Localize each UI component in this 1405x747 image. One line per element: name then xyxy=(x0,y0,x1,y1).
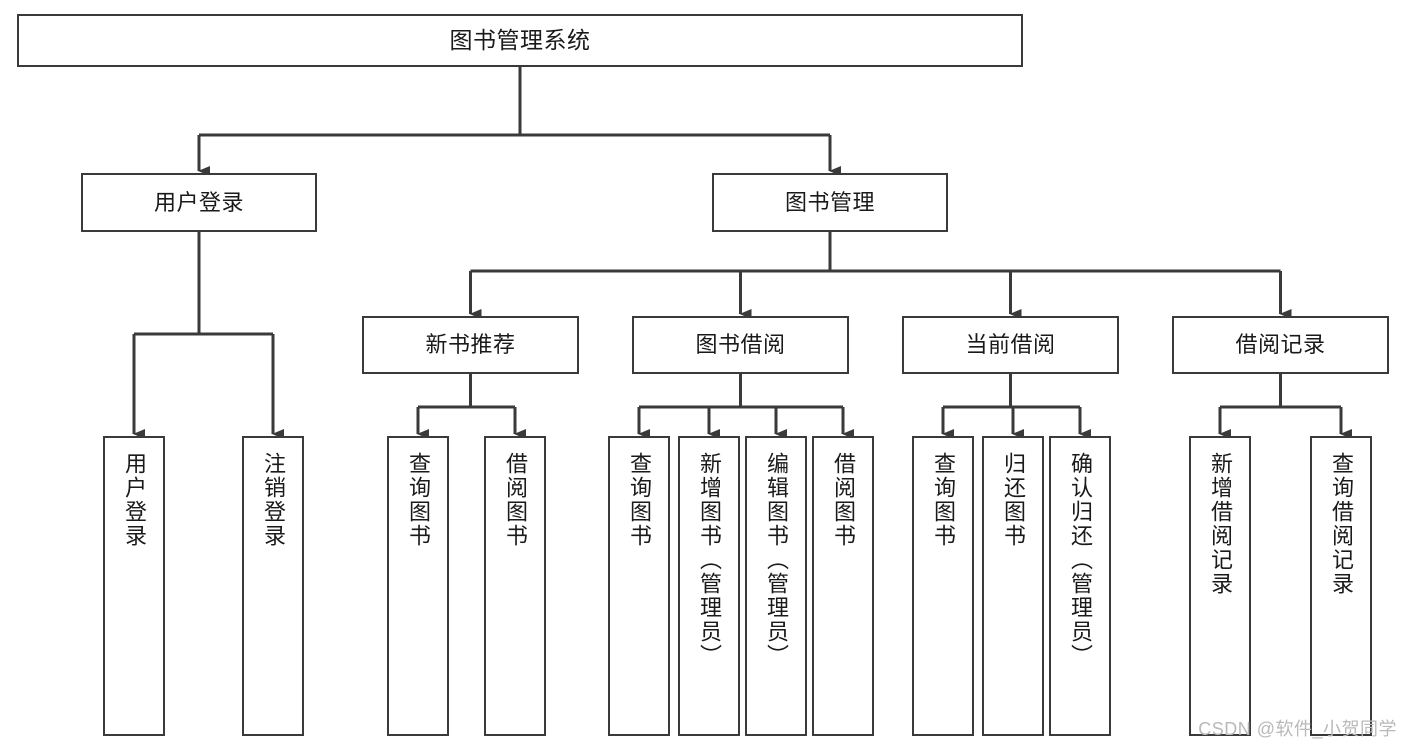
node-borrow-records-label: 借阅记录 xyxy=(1235,332,1326,358)
leaf-borrow-books[interactable]: 借阅图书 xyxy=(812,436,874,736)
connector-bus xyxy=(418,374,515,409)
leaf-user-login[interactable]: 用户登录 xyxy=(103,436,165,736)
node-root[interactable]: 图书管理系统 xyxy=(17,14,1023,67)
leaf-edit-book-admin[interactable]: 编辑图书（管理员） xyxy=(745,436,807,736)
connector-lines xyxy=(132,67,1352,439)
leaf-add-borrow-record[interactable]: 新增借阅记录 xyxy=(1189,436,1251,736)
leaf-user-login-label: 用户登录 xyxy=(121,452,147,548)
connector-bus xyxy=(134,232,273,336)
connector-bus xyxy=(639,374,843,409)
leaf-borrow-books-label: 借阅图书 xyxy=(830,452,856,548)
node-user-login[interactable]: 用户登录 xyxy=(81,173,317,232)
node-current-borrow[interactable]: 当前借阅 xyxy=(902,316,1119,374)
leaf-query-books-current-label: 查询图书 xyxy=(930,452,956,548)
leaf-query-books-recommend-label: 查询图书 xyxy=(405,452,431,548)
leaf-borrow-books-recommend-label: 借阅图书 xyxy=(502,452,528,548)
leaf-edit-book-admin-label: 编辑图书（管理员） xyxy=(763,452,789,668)
watermark: CSDN @软件_小贺同学 xyxy=(1198,719,1397,739)
node-book-management-label: 图书管理 xyxy=(784,189,875,215)
connector-bus xyxy=(1220,374,1341,409)
leaf-return-books-label: 归还图书 xyxy=(1000,452,1026,548)
leaf-add-book-admin-label: 新增图书（管理员） xyxy=(696,452,722,668)
node-book-management[interactable]: 图书管理 xyxy=(712,173,948,232)
leaf-confirm-return-admin[interactable]: 确认归还（管理员） xyxy=(1049,436,1111,736)
leaf-query-borrow-record-label: 查询借阅记录 xyxy=(1328,452,1354,596)
leaf-add-borrow-record-label: 新增借阅记录 xyxy=(1207,452,1233,596)
node-current-borrow-label: 当前借阅 xyxy=(965,332,1056,358)
node-new-book-recommend-label: 新书推荐 xyxy=(425,332,516,358)
leaf-borrow-books-recommend[interactable]: 借阅图书 xyxy=(484,436,546,736)
node-new-book-recommend[interactable]: 新书推荐 xyxy=(362,316,579,374)
leaf-logout-label: 注销登录 xyxy=(260,452,286,548)
connector-bus xyxy=(943,374,1080,409)
leaf-logout[interactable]: 注销登录 xyxy=(242,436,304,736)
node-root-label: 图书管理系统 xyxy=(449,26,591,53)
leaf-confirm-return-admin-label: 确认归还（管理员） xyxy=(1067,452,1093,668)
leaf-query-books-recommend[interactable]: 查询图书 xyxy=(387,436,449,736)
connector-bus xyxy=(470,232,1281,273)
node-book-borrow[interactable]: 图书借阅 xyxy=(632,316,849,374)
leaf-query-books-current[interactable]: 查询图书 xyxy=(912,436,974,736)
node-user-login-label: 用户登录 xyxy=(153,189,244,215)
leaf-query-borrow-record[interactable]: 查询借阅记录 xyxy=(1310,436,1372,736)
leaf-query-books[interactable]: 查询图书 xyxy=(608,436,670,736)
leaf-query-books-label: 查询图书 xyxy=(626,452,652,548)
node-borrow-records[interactable]: 借阅记录 xyxy=(1172,316,1389,374)
leaf-return-books[interactable]: 归还图书 xyxy=(982,436,1044,736)
connector-bus xyxy=(199,67,830,137)
leaf-add-book-admin[interactable]: 新增图书（管理员） xyxy=(678,436,740,736)
node-book-borrow-label: 图书借阅 xyxy=(695,332,786,358)
